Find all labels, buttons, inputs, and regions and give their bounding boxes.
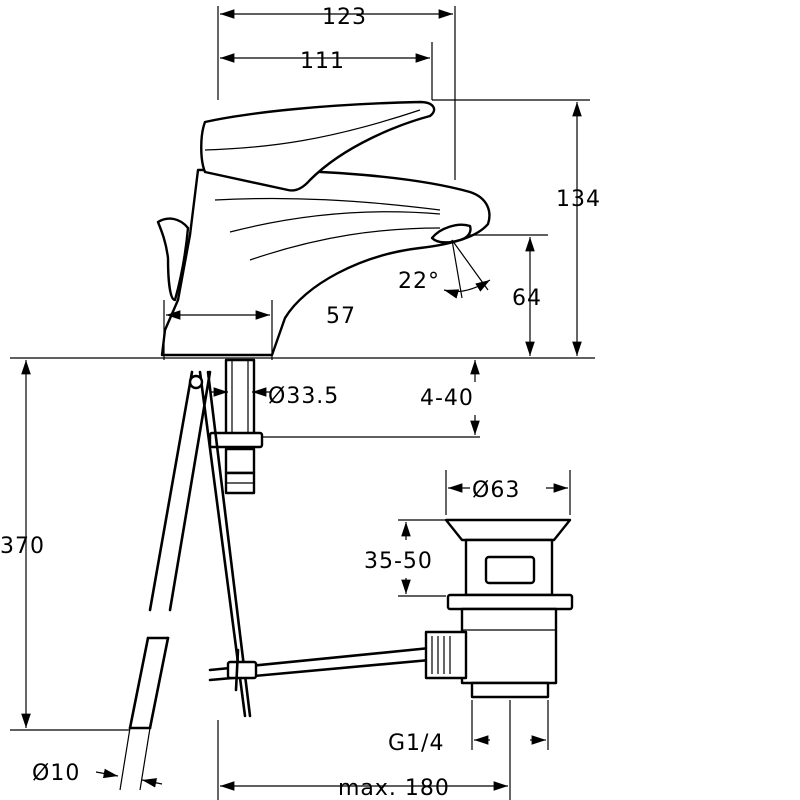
drain-assembly — [424, 518, 574, 699]
label-spout-angle: 22° — [398, 269, 440, 294]
label-height-spout: 64 — [512, 286, 542, 311]
label-height-total: 134 — [556, 187, 601, 212]
label-max-reach: max. 180 — [338, 776, 450, 800]
label-drain-height: 35-50 — [364, 549, 433, 574]
dimension-lines — [10, 6, 595, 800]
label-rod-diameter: Ø10 — [32, 761, 80, 786]
label-drain-diameter: Ø63 — [472, 478, 520, 503]
label-thread: G1/4 — [388, 731, 444, 756]
label-base-diameter: Ø33.5 — [268, 384, 339, 409]
label-hose-length: 370 — [0, 534, 45, 559]
faucet-body — [156, 100, 491, 357]
installation-parts — [119, 358, 432, 791]
label-width-lever: 111 — [300, 49, 345, 74]
label-width-total: 123 — [322, 5, 367, 30]
dimension-labels: 123 111 134 64 22° 57 Ø33.5 4-40 370 Ø63… — [0, 5, 601, 800]
label-deck-thickness: 4-40 — [420, 386, 474, 411]
label-base-width: 57 — [326, 304, 356, 329]
